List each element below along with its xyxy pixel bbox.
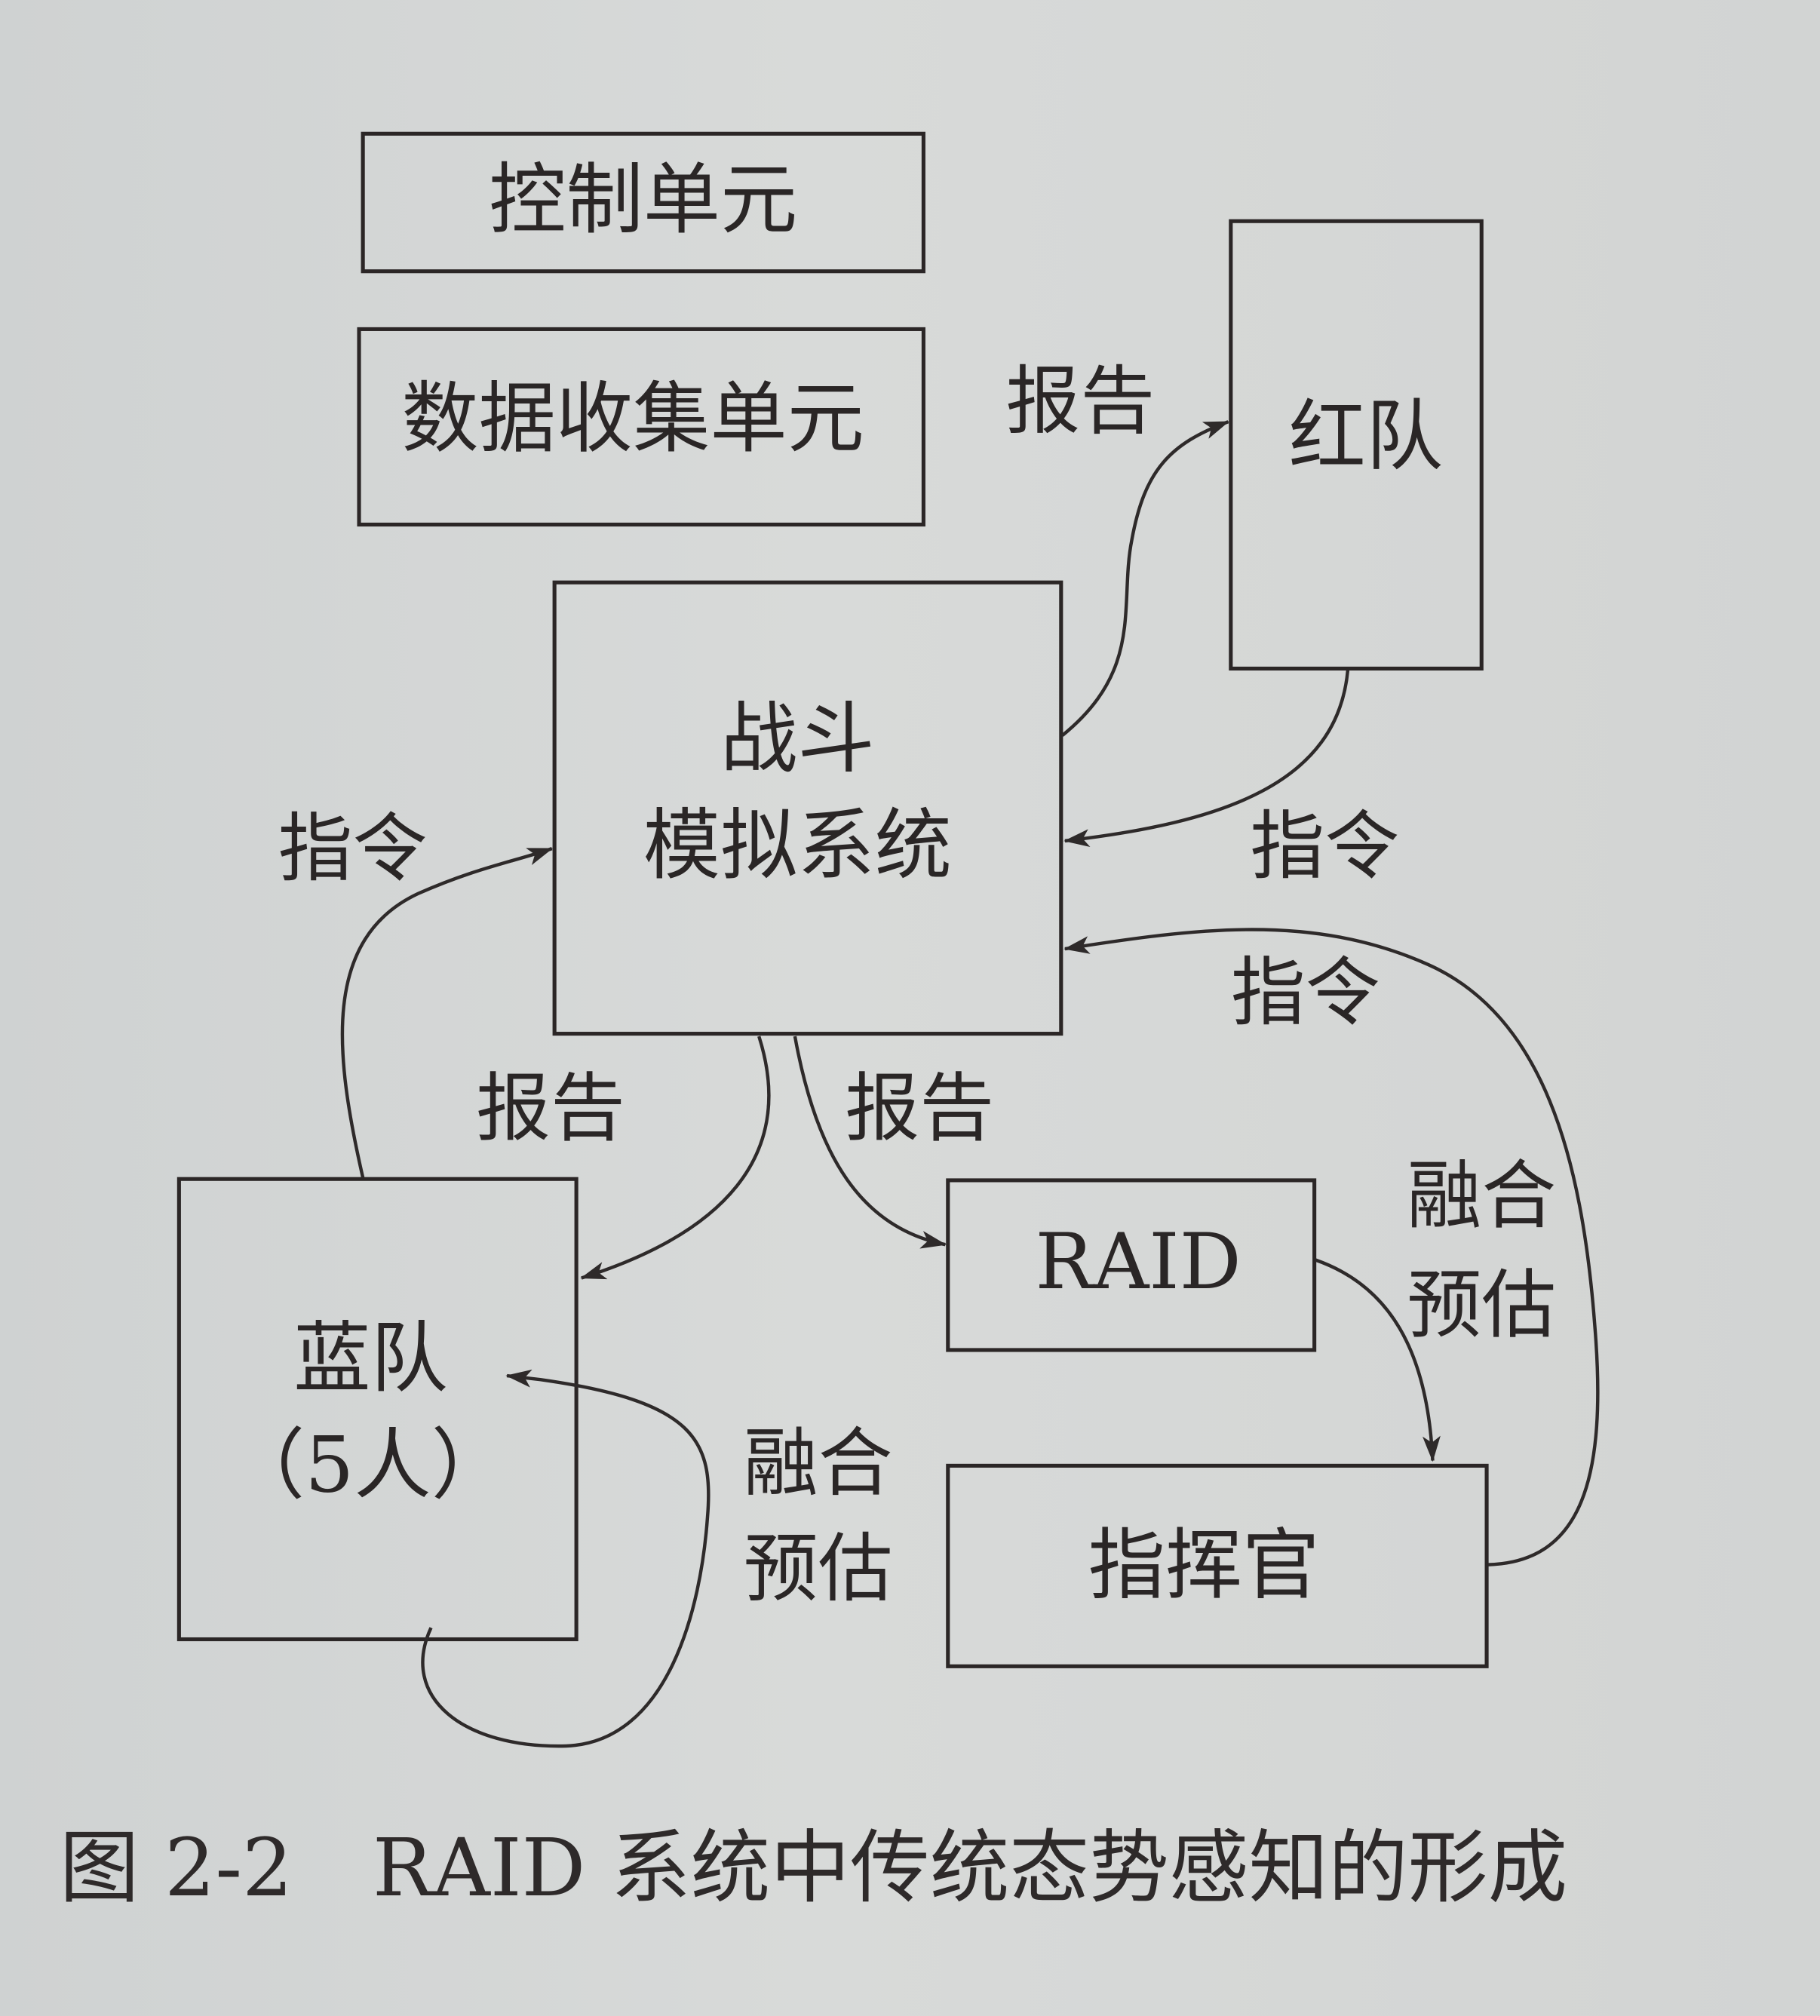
- report-arrow-to-raid: [793, 1036, 947, 1249]
- fusion-label-blue-line1: 融合: [744, 1420, 893, 1507]
- fusion-arrow-raid-to-commander: [1315, 1258, 1441, 1462]
- red-team-label: 红队: [1289, 392, 1444, 482]
- fusion-label-blue-line2: 预估: [744, 1526, 893, 1612]
- figure-caption: 图 2-2 RAID 系统中传统态势感知的形成: [60, 1821, 1567, 1914]
- command-arrow-from-red-team: [1063, 669, 1350, 848]
- raid-node: RAID: [946, 1178, 1317, 1352]
- command-arrow-from-blue-team: [340, 847, 554, 1179]
- fusion-label-raid-line1: 融合: [1407, 1152, 1556, 1239]
- report-label-blue: 报告: [476, 1066, 625, 1152]
- blue-team-label-line1: 蓝队: [293, 1314, 448, 1404]
- commander-node: 指挥官: [946, 1463, 1489, 1668]
- command-label-commander: 指令: [1231, 950, 1380, 1036]
- combat-simulation-label-line2: 模拟系统: [643, 801, 952, 891]
- commander-box: [946, 1463, 1489, 1668]
- edge-raid-to-commander-fusion: 融合 预估: [1315, 1152, 1556, 1462]
- command-label-red: 指令: [1250, 803, 1399, 890]
- combat-simulation-label-line1: 战斗: [720, 694, 875, 784]
- red-team-box: [1229, 219, 1484, 671]
- data-collection-unit-box: [357, 327, 925, 527]
- edge-blue-self-fusion: 融合 预估: [421, 1369, 893, 1748]
- raid-box: [946, 1178, 1317, 1352]
- report-arrow-to-red-team: [1061, 420, 1230, 737]
- control-unit-label: 控制单元: [489, 155, 797, 245]
- blue-team-node: 蓝队 （5人）: [176, 1177, 579, 1642]
- commander-label: 指挥官: [1088, 1520, 1320, 1610]
- data-collection-unit-label: 数据收集单元: [401, 374, 864, 464]
- combat-simulation-system-node: 战斗 模拟系统: [552, 580, 1063, 1036]
- edge-sim-to-blue-report: 报告: [476, 1036, 771, 1280]
- edge-blue-to-sim-command: 指令: [278, 805, 554, 1179]
- report-label-raid: 报告: [845, 1066, 994, 1152]
- red-team-node: 红队: [1229, 219, 1484, 671]
- fusion-label-raid-line2: 预估: [1407, 1262, 1556, 1349]
- data-collection-unit-node: 数据收集单元: [357, 327, 925, 527]
- edge-commander-to-sim-command: 指令: [1063, 928, 1600, 1566]
- blue-team-label-line2: （5人）: [228, 1420, 508, 1510]
- edge-sim-to-red-report: 报告: [1006, 358, 1230, 737]
- edge-red-to-sim-command: 指令: [1063, 669, 1399, 890]
- raid-label: RAID: [1035, 1217, 1241, 1307]
- edge-sim-to-raid-report: 报告: [793, 1036, 994, 1249]
- command-label-blue: 指令: [278, 805, 428, 892]
- control-unit-box: [361, 131, 925, 274]
- control-unit-node: 控制单元: [361, 131, 925, 274]
- combat-simulation-box: [552, 580, 1063, 1036]
- command-arrow-from-commander: [1063, 928, 1600, 1566]
- fusion-arrow-blue-self-loop: [421, 1369, 711, 1748]
- blue-team-box: [176, 1177, 579, 1642]
- report-arrow-to-blue-team: [580, 1036, 771, 1280]
- report-label-red: 报告: [1006, 358, 1156, 445]
